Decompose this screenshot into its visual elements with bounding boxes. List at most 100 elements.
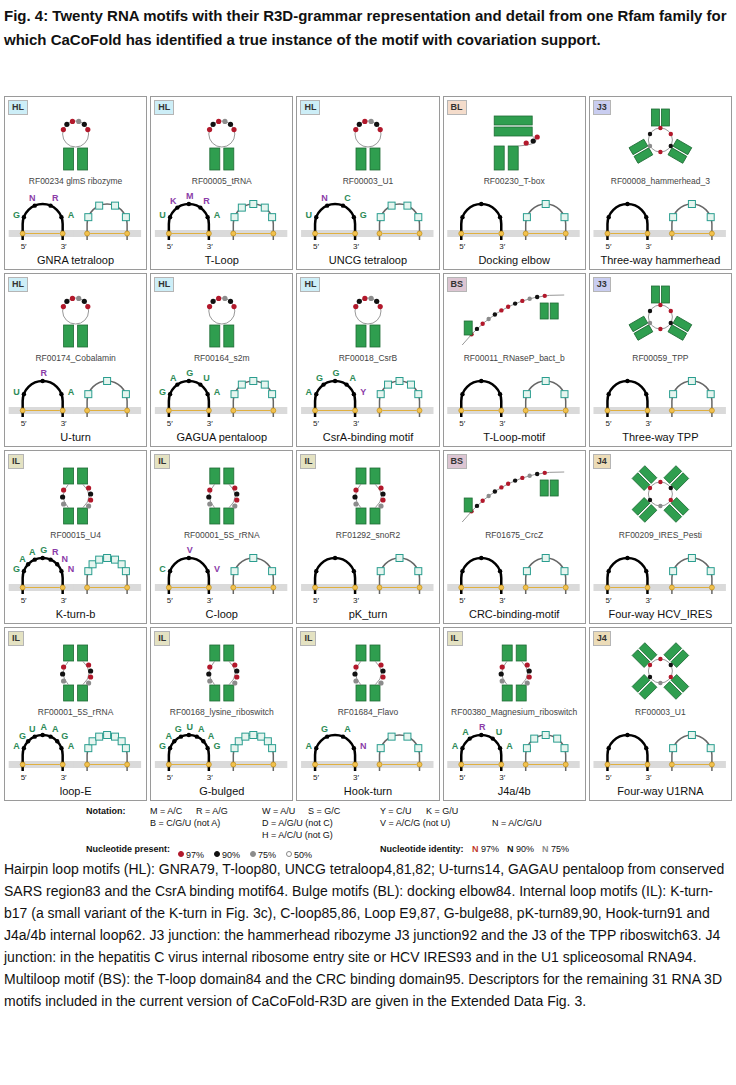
pair-dot	[377, 231, 382, 236]
nucleotide-dot	[648, 486, 652, 490]
motif-type-tag: HL	[154, 277, 174, 292]
strand-end: 5′	[163, 241, 177, 253]
motif-type-tag: BS	[447, 277, 468, 292]
nucleotide-dot	[168, 392, 172, 396]
nucleotide-dot	[76, 119, 81, 124]
motif-box	[542, 732, 549, 739]
motif-type-tag: J3	[593, 100, 611, 115]
helix-strand	[516, 645, 526, 661]
helix-band	[9, 407, 77, 414]
nucleotide-letter: A	[302, 740, 316, 752]
strand-end: 3′	[203, 241, 217, 253]
nucleotide-dot	[378, 127, 383, 132]
helix-strand	[632, 498, 650, 516]
notation-entry: N	[472, 844, 479, 855]
nucleotide-dot	[527, 674, 532, 679]
nucleotide-dot	[55, 562, 59, 566]
nucleotide-dot	[606, 746, 610, 750]
nucleotide-dot	[543, 471, 547, 475]
helix-band	[512, 584, 580, 591]
nucleotide-dot	[187, 733, 191, 737]
legend-dot	[178, 851, 184, 857]
motif-box	[85, 391, 92, 398]
pair-dot	[563, 585, 568, 590]
helix-strand	[671, 650, 689, 668]
nucleotide-dot	[341, 734, 345, 738]
helix-band	[73, 230, 141, 237]
helix-band	[301, 407, 369, 414]
nucleotide-letter: A	[210, 386, 224, 398]
nucleotide-dot	[234, 497, 239, 502]
nucleotide-dot	[380, 668, 385, 673]
rfam-family: RF00209_IRES_Pesti	[590, 530, 731, 541]
nucleotide-dot	[475, 327, 479, 331]
motif-box	[542, 555, 549, 562]
pair-dot	[645, 585, 650, 590]
motif-box	[707, 391, 714, 398]
motif-panel: RF00001_5S_rRNAC-loopIL5′3′CVV	[150, 450, 293, 624]
strand-end: 5′	[163, 418, 177, 430]
pair-dot	[499, 762, 504, 767]
tag-text: IL	[304, 455, 312, 468]
helix-strand	[224, 685, 234, 701]
nucleotide-letter: A	[16, 553, 30, 565]
junction-outline	[648, 305, 672, 329]
helix-band	[366, 761, 434, 768]
tag-text: J3	[597, 278, 607, 291]
nucleotide-dot	[22, 215, 26, 219]
helix-strand	[64, 148, 74, 170]
notation-heading: Notation:	[86, 806, 126, 817]
nucleotide-dot	[648, 321, 652, 325]
motif-name: Three-way hammerhead	[590, 253, 731, 267]
nucleotide-dot	[625, 733, 629, 737]
nucleotide-dot	[187, 379, 191, 383]
motif-box	[377, 391, 384, 398]
base-pair	[675, 233, 709, 234]
helix-strand	[370, 685, 380, 701]
helix-strand	[508, 146, 518, 170]
pair-dot	[231, 585, 236, 590]
motif-name: T-Loop	[151, 253, 292, 267]
strand-end: 5′	[455, 418, 469, 430]
helix-band	[366, 584, 434, 591]
motif-type-tag: IL	[8, 454, 24, 469]
nucleotide-dot	[499, 671, 504, 676]
nucleotide-dot	[60, 671, 65, 676]
pair-dot	[377, 408, 382, 413]
base-pair	[610, 764, 644, 765]
nucleotide-dot	[82, 122, 87, 127]
pair-dot	[377, 585, 382, 590]
nucleotide-dot	[524, 140, 529, 145]
nucleotide-letter: A	[448, 740, 462, 752]
pair-dot	[709, 585, 714, 590]
nucleotide-dot	[669, 486, 673, 490]
legend-entry: 75%	[250, 844, 276, 855]
helix-band	[447, 407, 515, 414]
helix-strand	[464, 321, 472, 335]
legend-text: 97%	[186, 850, 204, 860]
motif-box	[523, 745, 530, 752]
strand-end: 5′	[17, 418, 31, 430]
motif-box	[122, 745, 129, 752]
pair-dot	[125, 762, 130, 767]
motif-type-tag: HL	[8, 277, 28, 292]
helix-strand	[210, 148, 220, 170]
nucleotide-letter: G	[9, 209, 23, 221]
rfam-family: RF00164_s2m	[151, 353, 292, 364]
motif-box	[396, 378, 403, 385]
loop-outline	[63, 121, 89, 147]
nucleotide-dot	[380, 491, 385, 496]
nucleotide-dot	[644, 569, 648, 573]
nucleotide-dot	[82, 299, 87, 304]
base-pair	[383, 233, 417, 234]
nucleotide-dot	[205, 569, 209, 573]
nucleotide-dot	[498, 746, 502, 750]
notation-entry: 90%	[516, 844, 534, 855]
helix-band	[301, 230, 369, 237]
strand-end: 5′	[601, 241, 615, 253]
nucleotide-dot	[216, 296, 221, 301]
notation-entry: W = A/U	[262, 806, 295, 817]
strand-end: 3′	[57, 772, 71, 784]
motif-panel: RF00003_U1UNCG tetraloopHL5′3′UNCG	[296, 96, 439, 270]
motif-box	[118, 561, 125, 568]
